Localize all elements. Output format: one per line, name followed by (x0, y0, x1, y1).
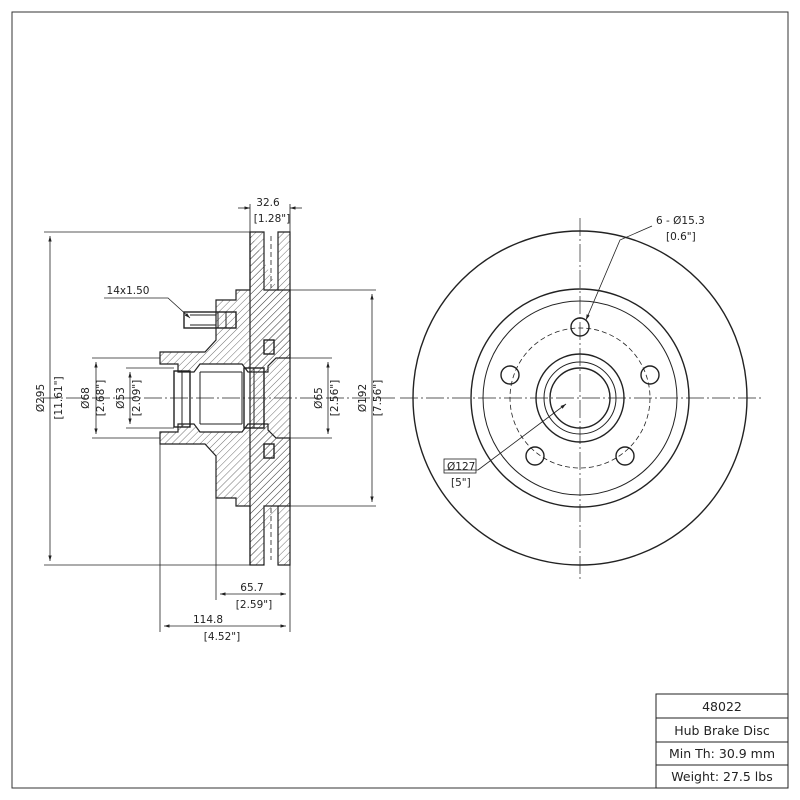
dim-bolt-holes: 6 - Ø15.3 (656, 215, 705, 227)
dim-bolt-circle: Ø127 (447, 461, 475, 473)
title-block: 48022 Hub Brake Disc Min Th: 30.9 mm Wei… (655, 693, 789, 789)
dim-height-overall-in: [4.52"] (204, 631, 240, 643)
dim-height-inner: 65.7 (240, 582, 263, 594)
dim-pilot: Ø65 (313, 387, 325, 409)
hub-section-upper (159, 232, 291, 373)
dim-bolt-circle-in: [5"] (451, 477, 471, 489)
dim-stud-thread: 14x1.50 (107, 285, 150, 297)
drawing-frame (11, 11, 789, 789)
center-bore (549, 367, 611, 429)
dim-bore-in: [2.09"] (131, 380, 143, 416)
dim-hat-dia-in: [7.56"] (372, 380, 384, 416)
wheel-stud (183, 311, 237, 329)
dim-hat-width-in: [1.28"] (254, 213, 290, 225)
min-thickness: Min Th: 30.9 mm (669, 746, 775, 761)
dim-bore: Ø53 (115, 387, 127, 409)
dim-height-inner-in: [2.59"] (236, 599, 272, 611)
dim-hat-dia: Ø192 (357, 384, 369, 412)
rotor-outer-edge (412, 230, 748, 566)
hub-outer (535, 353, 625, 443)
dim-hub-od-in: [2.68"] (95, 380, 107, 416)
dim-hat-width: 32.6 (256, 197, 280, 209)
dim-height-overall: 114.8 (193, 614, 223, 626)
dim-outer-dia-in: [11.61"] (53, 376, 65, 419)
dim-pilot-in: [2.56"] (329, 380, 341, 416)
dim-hub-od: Ø68 (80, 387, 92, 409)
dim-bolt-holes-in: [0.6"] (666, 231, 696, 243)
part-description: Hub Brake Disc (674, 723, 770, 738)
bolt-holes (500, 317, 660, 466)
dim-outer-dia: Ø295 (35, 384, 47, 412)
section-view: 32.6 [1.28"] 14x1.50 Ø295 [11.61"] Ø68 [… (35, 197, 395, 643)
part-number: 48022 (702, 699, 742, 714)
front-view: 6 - Ø15.3 [0.6"] Ø127 [5"] (400, 215, 762, 582)
hub-section-lower (159, 423, 291, 565)
weight: Weight: 27.5 lbs (671, 769, 772, 784)
